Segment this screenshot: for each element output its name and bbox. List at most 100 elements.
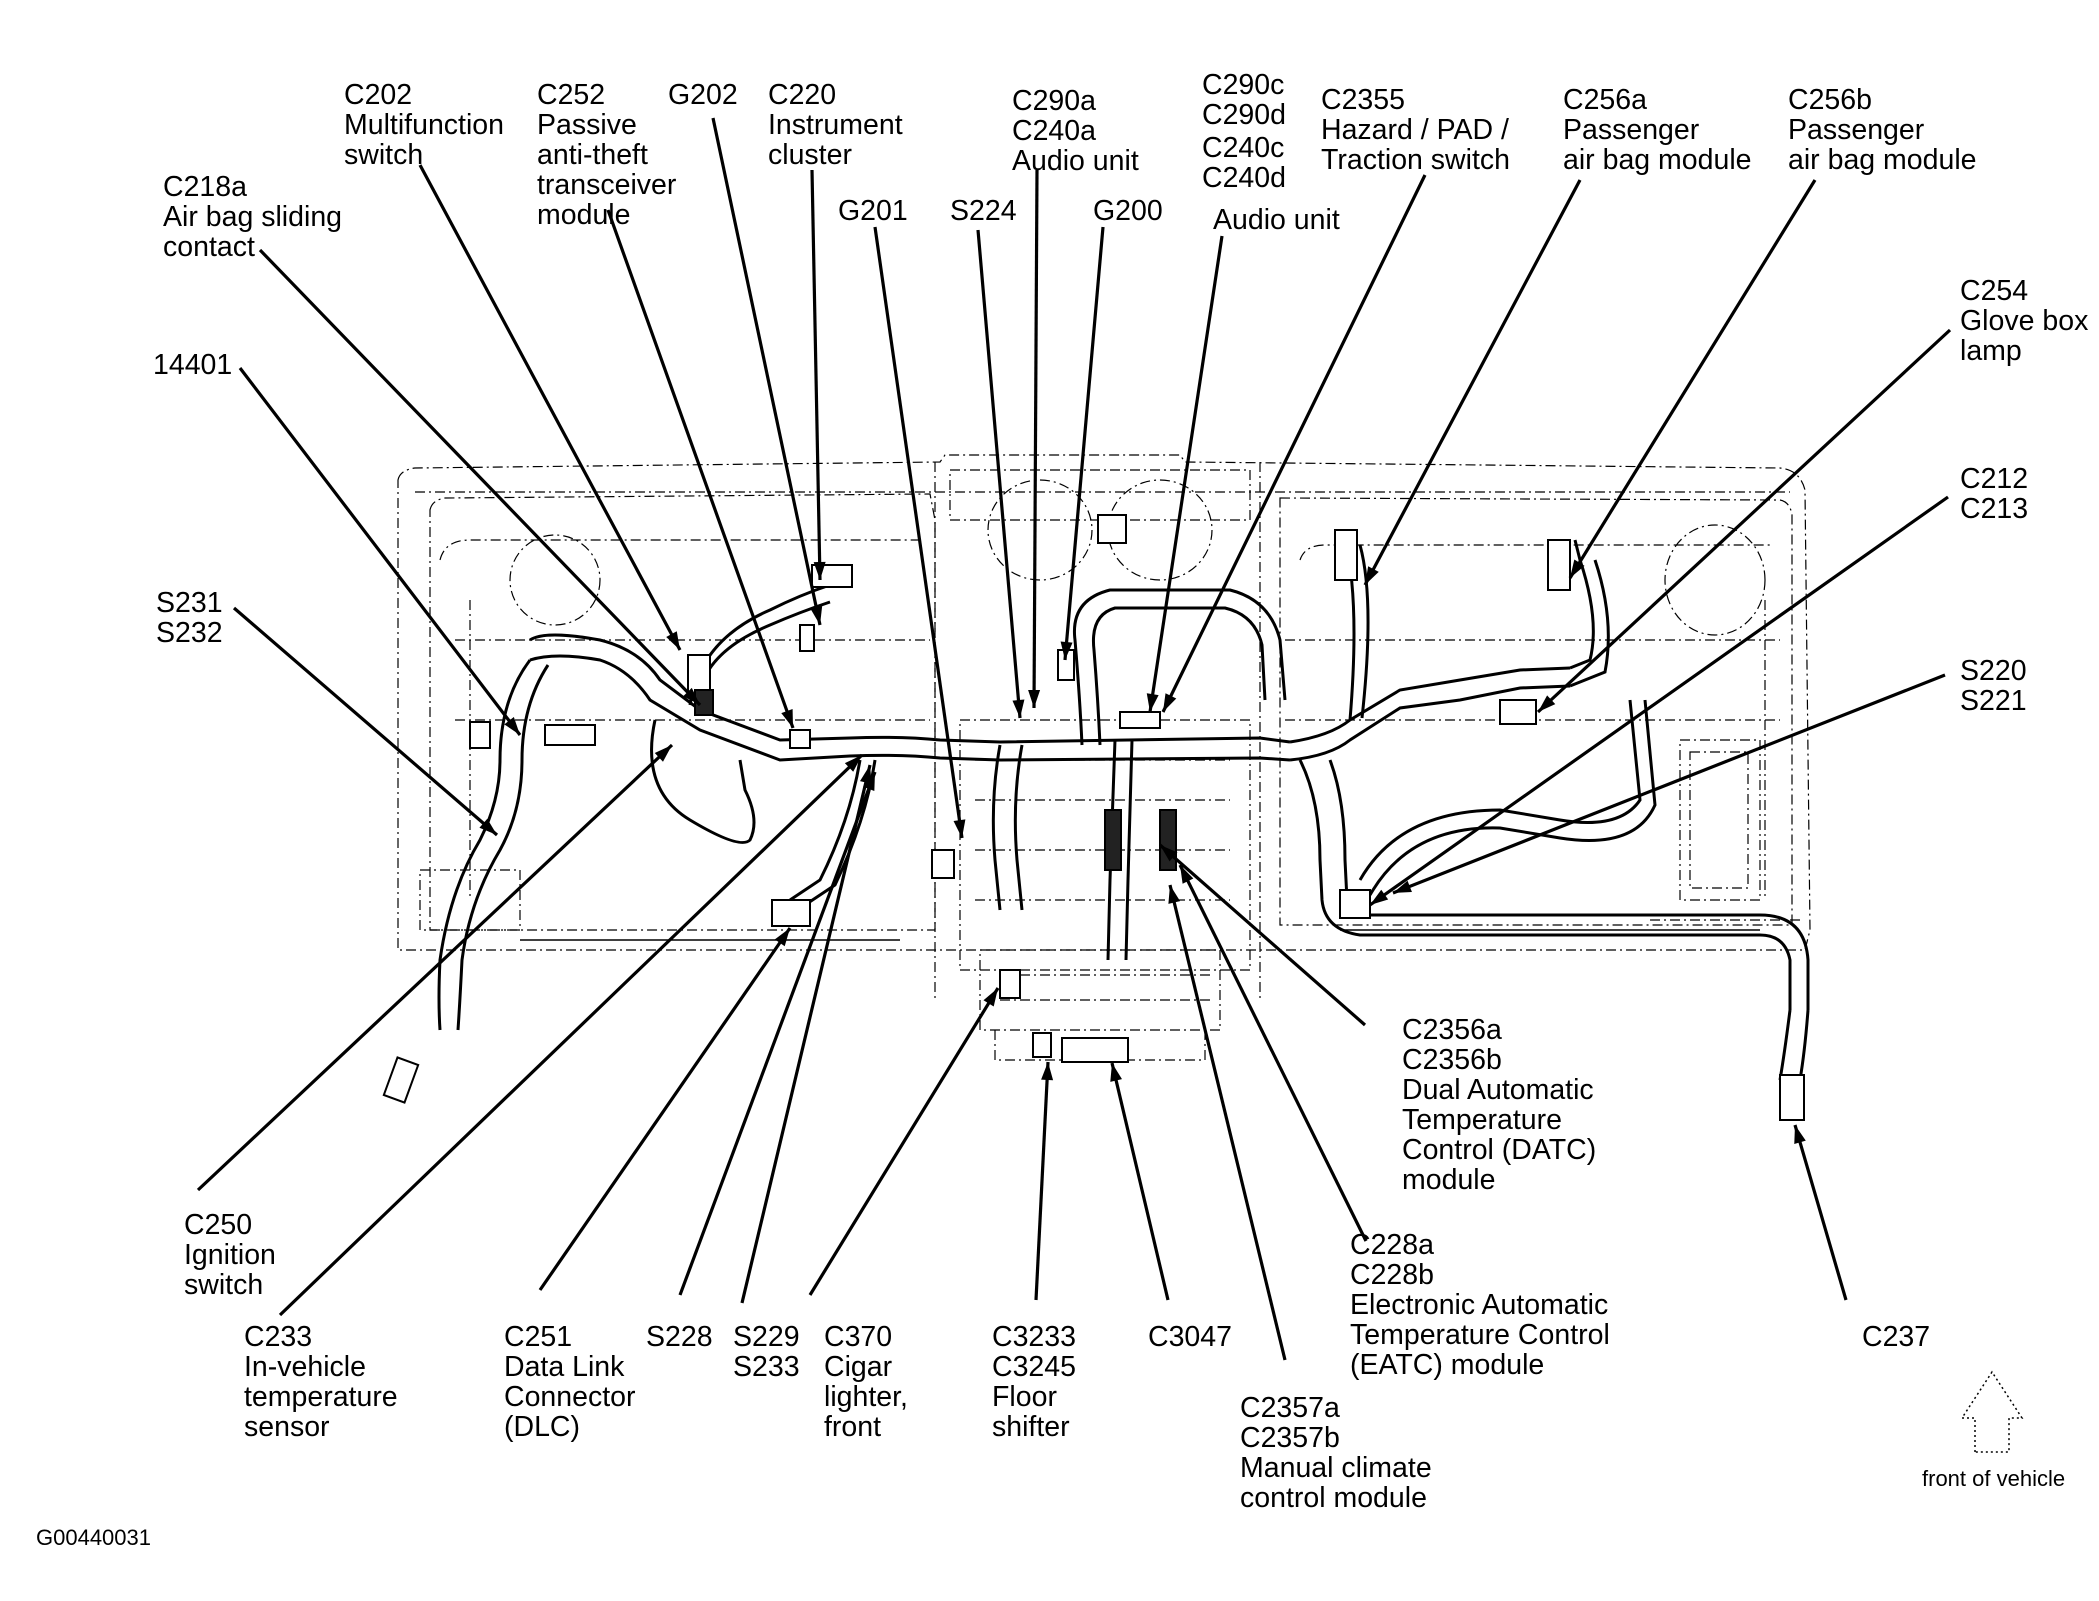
callout-line: temperature	[244, 1381, 398, 1413]
callout-line: S220	[1960, 655, 2027, 687]
arrowhead-c233	[844, 755, 862, 772]
callout-line: In-vehicle	[244, 1351, 366, 1383]
callout-line: transceiver	[537, 169, 677, 201]
leader-line-c233	[278, 753, 864, 1317]
callout-line: Data Link	[504, 1351, 625, 1383]
callout-line: Dual Automatic	[1402, 1074, 1594, 1106]
connector-c237	[1779, 1074, 1805, 1121]
callout-line: S224	[950, 195, 1017, 227]
callout-line: control module	[1240, 1482, 1427, 1514]
arrowhead-c251	[774, 928, 790, 947]
callout-line: C233	[244, 1321, 313, 1353]
leader-line-c3233	[1034, 1061, 1050, 1301]
callout-line: S229	[733, 1321, 800, 1353]
leader-line-audio2	[1148, 235, 1224, 713]
connector-audio	[1119, 711, 1161, 729]
arrowhead-c254	[1538, 695, 1556, 712]
callout-line: Temperature	[1402, 1104, 1562, 1136]
callout-line: C251	[504, 1321, 573, 1353]
callout-line: C3047	[1148, 1321, 1232, 1353]
leader-line-c218a	[258, 248, 702, 707]
connector-g202	[799, 624, 815, 652]
leader-line-c202	[418, 164, 682, 651]
callout-i14401: 14401	[153, 350, 232, 380]
leader-line-c2356	[1158, 843, 1367, 1027]
callout-line: Passenger	[1563, 114, 1700, 146]
callout-line: C240c	[1202, 132, 1285, 164]
callout-line: S221	[1960, 685, 2027, 717]
connector-c3233	[1032, 1032, 1052, 1058]
connector-left-2	[544, 724, 596, 746]
callout-line: C213	[1960, 493, 2029, 525]
leader-lines	[196, 117, 1952, 1361]
leader-line-c220	[810, 169, 822, 581]
callout-line: S232	[156, 617, 223, 649]
callout-line: G200	[1093, 195, 1163, 227]
callout-line: C228a	[1350, 1229, 1434, 1261]
callout-line: Instrument	[768, 109, 903, 141]
connector-c212	[1339, 889, 1371, 919]
callout-line: C256a	[1563, 84, 1647, 116]
arrowhead-c220	[813, 561, 826, 580]
leader-line-c252	[606, 209, 795, 729]
leader-line-c370	[808, 987, 1000, 1296]
callout-line: Traction switch	[1321, 144, 1510, 176]
leader-line-c254	[1536, 328, 1952, 714]
leader-line-g202	[711, 117, 822, 626]
callout-line: anti-theft	[537, 139, 648, 171]
callout-line: G202	[668, 79, 738, 111]
callout-line: shifter	[992, 1411, 1070, 1443]
arrowhead-g201	[953, 819, 966, 838]
callout-s228: S228	[646, 1322, 713, 1352]
callout-line: (DLC)	[504, 1411, 580, 1443]
figure-id: G00440031	[36, 1525, 151, 1550]
callout-audio2: Audio unit	[1213, 205, 1340, 235]
front-arrow-icon	[1960, 1370, 2024, 1453]
callout-line: Temperature Control	[1350, 1319, 1610, 1351]
callout-line: switch	[344, 139, 424, 171]
callout-line: Audio unit	[1213, 204, 1340, 236]
arrowhead-g202	[810, 606, 823, 625]
connector-c256a	[1334, 529, 1358, 581]
callout-line: Cigar	[824, 1351, 893, 1383]
leader-line-s220	[1392, 673, 1946, 895]
connector-14401	[469, 721, 491, 749]
connector-c250	[382, 1056, 420, 1104]
callout-line: Passive	[537, 109, 637, 141]
callout-line: Hazard / PAD /	[1321, 114, 1509, 146]
callout-line: G201	[838, 195, 908, 227]
callout-line: 14401	[153, 349, 233, 381]
arrowhead-c256a	[1365, 566, 1379, 585]
callout-line: C212	[1960, 463, 2029, 495]
arrowhead-c202	[666, 631, 680, 650]
callout-line: C2356a	[1402, 1014, 1502, 1046]
leader-line-c228	[1178, 864, 1368, 1242]
callout-line: C3245	[992, 1351, 1076, 1383]
callout-line: C228b	[1350, 1259, 1434, 1291]
leader-line-g201	[873, 226, 964, 839]
callout-line: lamp	[1960, 335, 2022, 367]
arrowhead-c370	[983, 988, 998, 1007]
callout-line: C218a	[163, 171, 247, 203]
callout-line: Electronic Automatic	[1350, 1289, 1609, 1321]
arrowhead-c252	[781, 709, 793, 728]
callout-line: C2357b	[1240, 1422, 1340, 1454]
callout-line: C2356b	[1402, 1044, 1502, 1076]
callout-line: lighter,	[824, 1381, 908, 1413]
callout-line: cluster	[768, 139, 852, 171]
arrowhead-c3233	[1041, 1062, 1054, 1081]
callout-line: air bag module	[1788, 144, 1977, 176]
arrowhead-c237	[1794, 1125, 1806, 1144]
arrowhead-c228	[1180, 865, 1194, 884]
instrument-panel-outline	[397, 454, 1811, 1061]
